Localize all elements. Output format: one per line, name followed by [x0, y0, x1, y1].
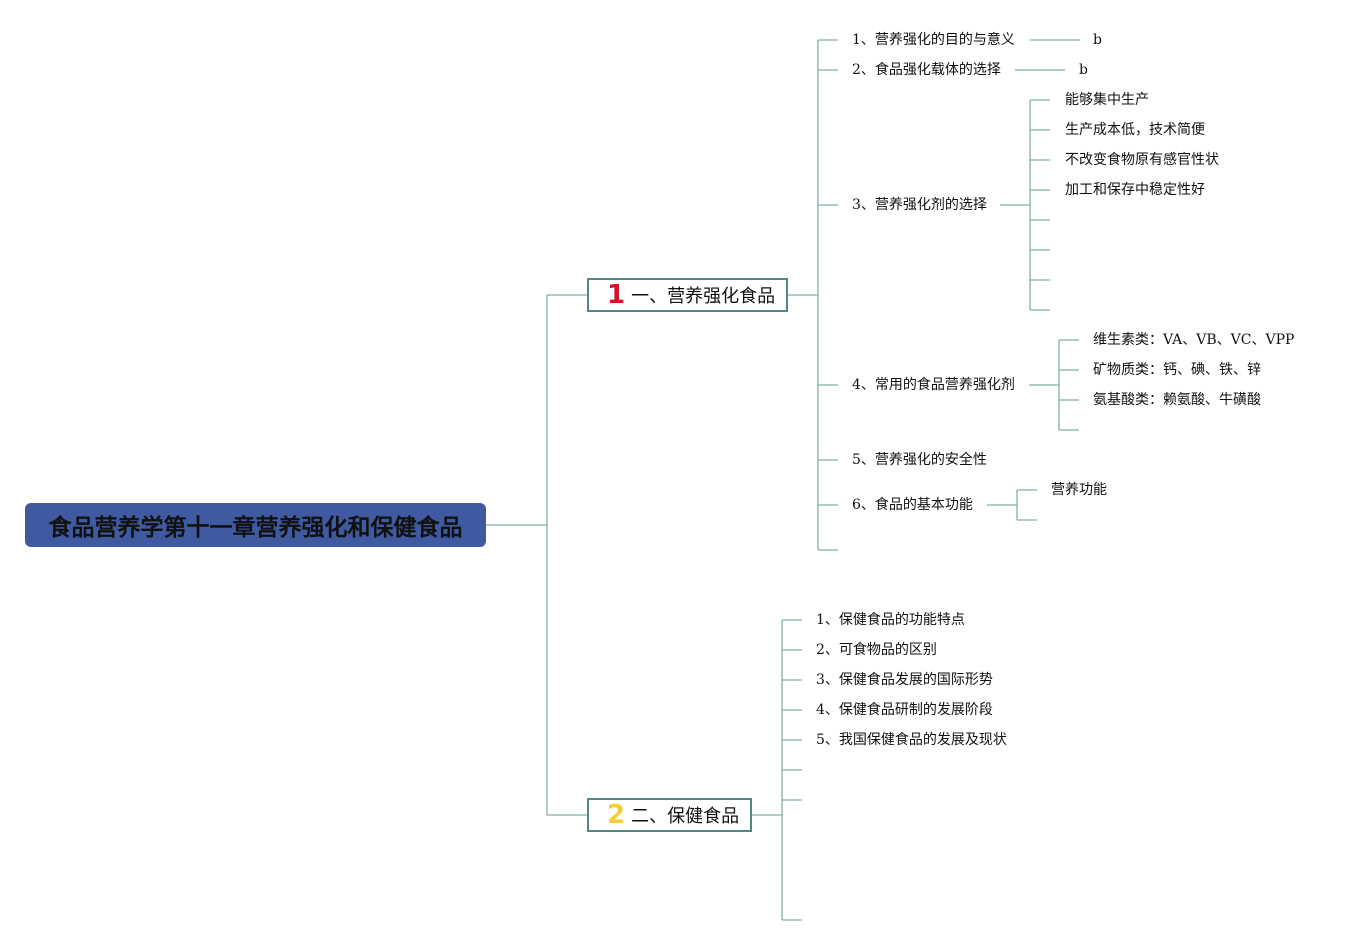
topic-b1-item-6[interactable]: 6、食品的基本功能: [852, 497, 973, 513]
topic-b2-item-2[interactable]: 2、可食物品的区别: [816, 642, 937, 658]
topic-b1-item-1-tail[interactable]: b: [1093, 32, 1102, 48]
subtopic-b1-3-3[interactable]: 不改变食物原有感官性状: [1065, 152, 1219, 168]
topic-b2-item-5[interactable]: 5、我国保健食品的发展及现状: [816, 732, 1007, 748]
branch-number-1: 1: [607, 280, 626, 310]
root-topic[interactable]: 食品营养学第十一章营养强化和保健食品: [25, 503, 486, 547]
topic-b1-item-2-tail[interactable]: b: [1079, 62, 1088, 78]
root-title: 食品营养学第十一章营养强化和保健食品: [48, 515, 463, 541]
subtopic-b1-6-1[interactable]: 营养功能: [1051, 482, 1107, 498]
branch-label-1: 一、营养强化食品: [631, 286, 776, 307]
topic-b1-item-2[interactable]: 2、食品强化载体的选择: [852, 62, 1001, 78]
topic-b2-item-4[interactable]: 4、保健食品研制的发展阶段: [816, 702, 993, 718]
subtopic-b1-3-1[interactable]: 能够集中生产: [1065, 92, 1149, 108]
topic-b1-item-3[interactable]: 3、营养强化剂的选择: [852, 197, 987, 213]
subtopic-b1-4-1[interactable]: 维生素类：VA、VB、VC、VPP: [1093, 332, 1295, 348]
topic-b2-item-1[interactable]: 1、保健食品的功能特点: [816, 612, 965, 628]
subtopic-b1-3-4[interactable]: 加工和保存中稳定性好: [1065, 182, 1205, 198]
subtopic-b1-4-3[interactable]: 氨基酸类：赖氨酸、牛磺酸: [1093, 392, 1261, 408]
subtopic-b1-3-2[interactable]: 生产成本低，技术简便: [1065, 122, 1205, 138]
branch-node-2[interactable]: 2 二、保健食品: [587, 798, 752, 832]
branch-label-2: 二、保健食品: [631, 806, 740, 827]
topic-b1-item-1[interactable]: 1、营养强化的目的与意义: [852, 32, 1015, 48]
topic-b2-item-3[interactable]: 3、保健食品发展的国际形势: [816, 672, 993, 688]
topic-b1-item-5[interactable]: 5、营养强化的安全性: [852, 452, 987, 468]
topic-b1-item-4[interactable]: 4、常用的食品营养强化剂: [852, 377, 1015, 393]
branch-number-2: 2: [607, 800, 626, 830]
subtopic-b1-4-2[interactable]: 矿物质类：钙、碘、铁、锌: [1093, 362, 1261, 378]
branch-node-1[interactable]: 1 一、营养强化食品: [587, 278, 788, 312]
